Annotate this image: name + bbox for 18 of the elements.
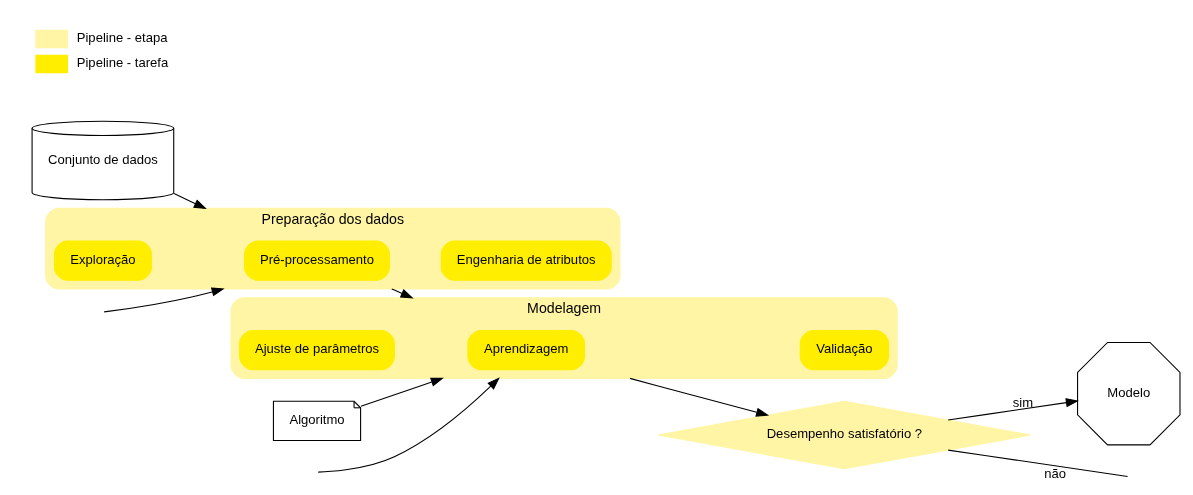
arrow	[629, 377, 770, 417]
node-box: Exploração	[53, 240, 152, 281]
node-box: Pré-processamento	[244, 240, 390, 281]
node-box: Ajuste de parâmetros	[239, 329, 395, 371]
arrow	[173, 193, 207, 210]
arrow	[317, 377, 500, 473]
node-box: Validação	[799, 329, 890, 371]
legend-label: Pipeline - tarefa	[76, 55, 169, 71]
node-box: Engenharia de atributos	[440, 240, 612, 281]
edge-label: sim	[1012, 394, 1034, 410]
node-box: Aprendizagem	[467, 329, 586, 371]
edge-label: não	[1044, 465, 1067, 481]
connector	[947, 449, 1129, 477]
arrow	[103, 287, 225, 313]
arrow	[360, 377, 444, 407]
arrow	[391, 288, 414, 299]
arrow	[947, 398, 1079, 421]
legend-label: Pipeline - etapa	[76, 30, 168, 46]
